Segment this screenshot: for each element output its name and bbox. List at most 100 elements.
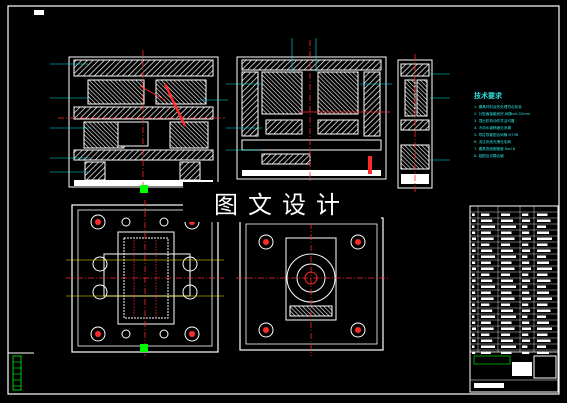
table-cell [481, 231, 491, 234]
table-cell [522, 345, 528, 348]
table-cell [537, 231, 549, 234]
table-cell [472, 279, 476, 282]
table-cell [481, 303, 490, 306]
table-cell [481, 333, 490, 336]
table-cell [537, 291, 549, 294]
table-cell [472, 225, 475, 228]
table-cell [501, 303, 510, 306]
table-cell [481, 267, 494, 270]
table-cell [522, 339, 531, 342]
section-view-side [226, 38, 392, 186]
table-cell [522, 231, 530, 234]
table-cell [537, 285, 546, 288]
table-cell [472, 291, 476, 294]
section-view-end [397, 54, 450, 194]
table-cell [472, 243, 475, 246]
table-cell [472, 351, 476, 354]
table-cell [501, 285, 516, 288]
table-cell [481, 213, 490, 216]
table-cell [481, 351, 491, 354]
plan-view-fixed-half [236, 212, 388, 356]
table-cell [481, 243, 490, 246]
table-cell [537, 327, 552, 330]
table-cell [501, 261, 512, 264]
watermark-label: 图文设计 [183, 182, 381, 222]
table-cell [501, 243, 510, 246]
table-cell [481, 309, 493, 312]
table-cell [501, 291, 512, 294]
table-cell [481, 225, 495, 228]
notes-title: 技术要求 [474, 92, 502, 100]
table-cell [501, 231, 512, 234]
table-cell [501, 333, 510, 336]
table-cell [522, 261, 530, 264]
table-cell [481, 291, 491, 294]
table-cell [537, 261, 549, 264]
table-cell [537, 303, 548, 306]
notes-line: 1. 模具材料及热处理符合标准 [474, 105, 522, 109]
table-cell [522, 249, 531, 252]
table-cell [472, 327, 476, 330]
table-cell [537, 273, 548, 276]
table-cell [501, 339, 513, 342]
table-cell [501, 237, 515, 240]
table-cell [472, 255, 475, 258]
table-cell [537, 267, 552, 270]
table-cell [472, 315, 475, 318]
table-cell [472, 339, 476, 342]
table-cell [522, 213, 529, 216]
table-cell [501, 219, 513, 222]
table-cell [472, 285, 475, 288]
table-cell [501, 249, 513, 252]
table-cell [522, 321, 530, 324]
table-cell [537, 213, 548, 216]
table-cell [537, 309, 551, 312]
table-cell [481, 345, 495, 348]
table-cell [537, 339, 551, 342]
technical-notes: 技术要求 1. 模具材料及热处理符合标准 2. 分型面接触良好,间隙≤0.02m… [474, 91, 559, 160]
table-cell [501, 213, 510, 216]
table-cell [522, 279, 531, 282]
table-cell [522, 315, 528, 318]
table-cell [472, 273, 475, 276]
table-cell [501, 225, 516, 228]
table-cell [501, 351, 512, 354]
table-cell [501, 255, 516, 258]
table-cell [537, 321, 549, 324]
notes-line: 5. 导柱导套配合间隙 H7/f6 [474, 133, 519, 137]
table-cell [501, 315, 516, 318]
table-cell [472, 267, 476, 270]
table-cell [481, 237, 494, 240]
table-cell [522, 219, 531, 222]
table-cell [522, 309, 531, 312]
table-cell [472, 333, 475, 336]
table-cell [537, 351, 549, 354]
table-cell [472, 303, 475, 306]
table-cell [472, 297, 476, 300]
table-cell [481, 321, 491, 324]
table-cell [481, 255, 495, 258]
table-cell [472, 261, 476, 264]
table-cell [522, 285, 528, 288]
table-cell [481, 285, 495, 288]
table-cell [481, 261, 491, 264]
table-cell [501, 297, 515, 300]
notes-line: 4. 冷却水道畅通无渗漏 [474, 126, 511, 130]
notes-line: 6. 浇注系统光滑无毛刺 [474, 140, 511, 144]
table-cell [522, 255, 528, 258]
table-cell [501, 345, 516, 348]
table-cell [481, 327, 494, 330]
table-cell [481, 297, 494, 300]
table-cell [522, 327, 531, 330]
table-cell [472, 213, 475, 216]
drawing-border [7, 5, 560, 395]
table-cell [522, 243, 529, 246]
table-cell [522, 273, 529, 276]
table-cell [537, 345, 546, 348]
table-cell [472, 345, 475, 348]
table-cell [481, 279, 493, 282]
table-cell [537, 243, 548, 246]
table-cell [481, 249, 493, 252]
notes-line: 3. 顶出机构动作灵活可靠 [474, 119, 515, 123]
